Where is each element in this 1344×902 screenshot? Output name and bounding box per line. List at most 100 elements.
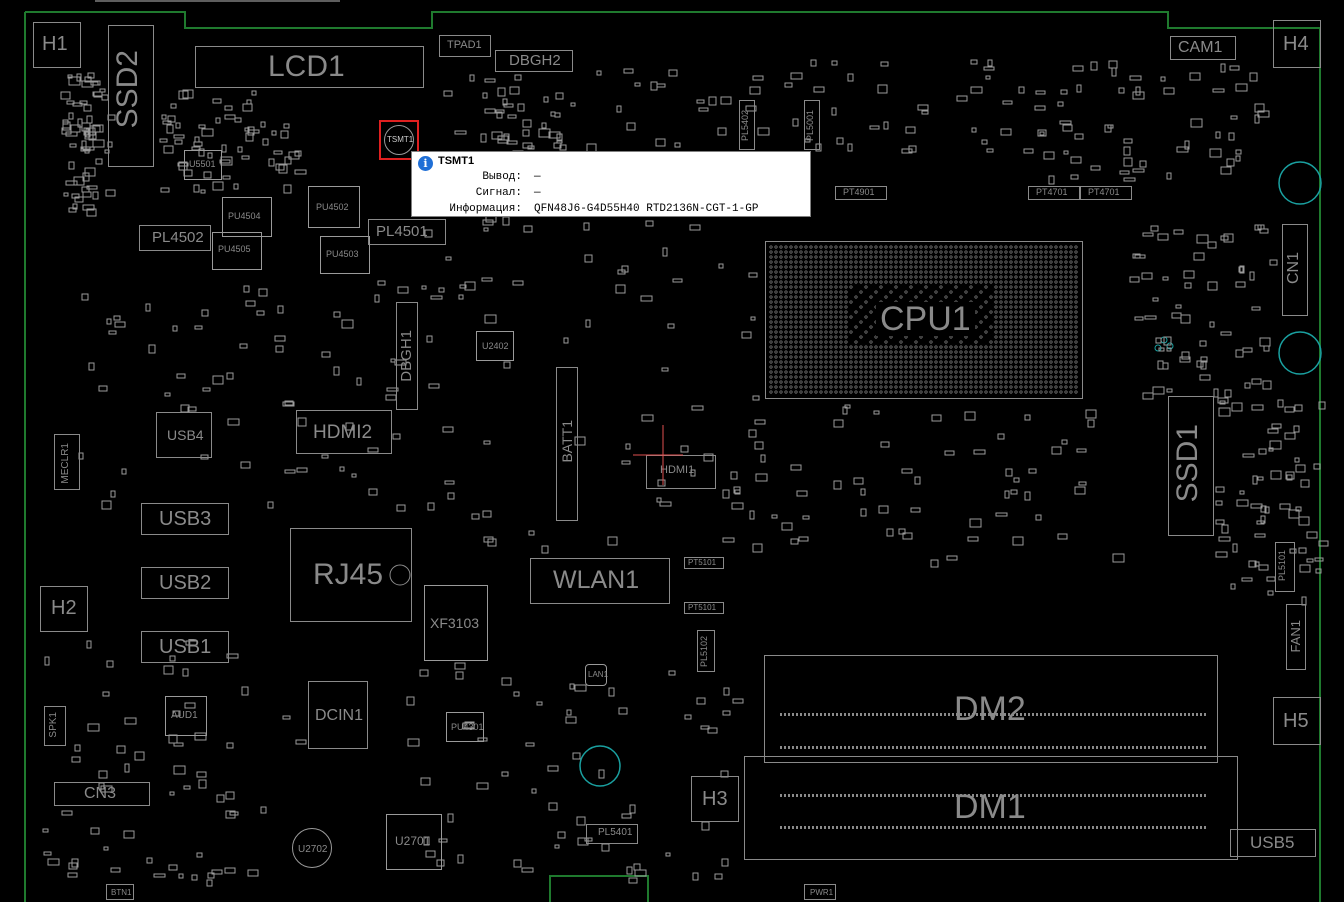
component-pu4504[interactable] [222, 197, 272, 237]
component-tpad1[interactable] [439, 35, 491, 57]
component-pu4503[interactable] [320, 236, 370, 274]
component-pt4702[interactable] [1080, 186, 1132, 200]
label-pl4502: PL4502 [152, 229, 204, 246]
component-cpu1[interactable] [765, 241, 1083, 399]
label-h4: H4 [1283, 33, 1309, 55]
component-usb4[interactable] [156, 412, 212, 458]
label-dcin1: DCIN1 [315, 707, 364, 724]
label-dm2: DM2 [954, 690, 1026, 728]
component-pt4901[interactable] [835, 186, 887, 200]
label-hdmi2: HDMI2 [313, 422, 373, 443]
label-meclr1: MECLR1 [60, 443, 71, 484]
label-u2701: U2701 [395, 834, 431, 848]
label-xf3103: XF3103 [430, 615, 480, 631]
component-tsmt1-body [384, 125, 414, 155]
component-pu4301[interactable] [446, 712, 484, 742]
label-spk1: SPK1 [48, 712, 59, 738]
selected-component-tsmt1[interactable] [379, 120, 419, 160]
label-batt1: BATT1 [559, 420, 575, 463]
component-pl5401[interactable] [586, 824, 638, 844]
component-wlan1[interactable] [530, 558, 670, 604]
component-xf3103[interactable] [424, 585, 488, 661]
component-usb5[interactable] [1230, 829, 1316, 857]
component-pu4505[interactable] [212, 232, 262, 270]
component-usb3[interactable] [141, 503, 229, 535]
component-pl5001[interactable] [804, 100, 820, 150]
info-icon: i [418, 156, 433, 171]
component-pt4701[interactable] [1028, 186, 1080, 200]
tooltip-value: — [534, 187, 541, 199]
label-fan1: FAN1 [1288, 620, 1303, 653]
label-dbgh1: DBGH1 [398, 330, 415, 382]
component-cn3[interactable] [54, 782, 150, 806]
component-dbgh1[interactable] [396, 302, 418, 410]
label-lcd1: LCD1 [268, 50, 345, 83]
label-usb4: USB4 [167, 427, 204, 443]
label-wlan1: WLAN1 [553, 566, 640, 594]
tooltip-title: TSMT1 [438, 155, 475, 167]
component-pl4502[interactable] [139, 225, 211, 251]
label-rj45: RJ45 [313, 558, 384, 591]
component-h5[interactable] [1273, 697, 1321, 745]
component-usb2[interactable] [141, 567, 229, 599]
label-u2702: U2702 [298, 844, 328, 855]
label-ssd2: SSD2 [111, 50, 144, 129]
component-pt5103[interactable] [684, 602, 724, 614]
component-usb1[interactable] [141, 631, 229, 663]
label-h3: H3 [702, 788, 728, 810]
component-ssd1[interactable] [1168, 396, 1214, 536]
component-pl5101[interactable] [1275, 542, 1295, 592]
label-pl5402: PL5402 [740, 110, 750, 142]
label-pl5001: PL5001 [805, 110, 815, 142]
component-cam1[interactable] [1170, 36, 1236, 60]
component-pl4501[interactable] [368, 219, 446, 245]
label-pu4503: PU4503 [326, 249, 359, 259]
label-hdmi1: HDMI1 [660, 464, 695, 476]
component-h4[interactable] [1273, 20, 1321, 68]
tooltip-key: Сигнал: [475, 187, 522, 199]
cursor-crosshair [633, 425, 683, 485]
component-u2402[interactable] [476, 331, 514, 361]
component-h3[interactable] [691, 776, 739, 822]
component-dm2[interactable] [764, 655, 1218, 763]
component-dm1[interactable] [744, 756, 1238, 860]
component-u5501[interactable] [184, 150, 222, 180]
component-u2702[interactable] [292, 828, 332, 868]
component-h1[interactable] [33, 22, 81, 68]
component-rj45[interactable] [290, 528, 412, 622]
label-pt4701: PT4701 [1036, 187, 1068, 197]
component-btn1[interactable] [106, 884, 134, 900]
component-pt5101[interactable] [684, 557, 724, 569]
label-btn1: BTN1 [111, 888, 132, 897]
tooltip-key: Информация: [449, 203, 522, 215]
component-lcd1[interactable] [195, 46, 424, 88]
label-h5: H5 [1283, 710, 1309, 732]
component-hdmi2[interactable] [296, 410, 392, 454]
component-aud1[interactable] [165, 696, 207, 736]
component-cn1[interactable] [1282, 224, 1308, 316]
component-batt1[interactable] [556, 367, 578, 521]
label-aud1: AUD1 [171, 710, 198, 721]
component-u2701[interactable] [386, 814, 442, 870]
component-dcin1[interactable] [308, 681, 368, 749]
component-h2[interactable] [40, 586, 88, 632]
label-ssd1: SSD1 [1171, 424, 1204, 503]
component-pl5102[interactable] [697, 630, 715, 672]
component-meclr1[interactable] [54, 434, 80, 490]
component-ssd2[interactable] [108, 25, 154, 167]
label-cam1: CAM1 [1178, 39, 1223, 56]
component-pwr1[interactable] [804, 884, 836, 900]
label-pt4702: PT4701 [1088, 187, 1120, 197]
component-fan1[interactable] [1286, 604, 1306, 670]
component-dbgh2[interactable] [495, 50, 573, 72]
component-pl5402[interactable] [739, 100, 755, 150]
label-h1: H1 [42, 33, 68, 55]
label-dm1: DM1 [954, 788, 1026, 826]
tooltip-value: QFN48J6-G4D55H40 RTD2136N-CGT-1-GP [534, 203, 759, 215]
label-pt5101: PT5101 [688, 558, 717, 567]
component-lan1[interactable] [585, 664, 607, 686]
label-pu4301: PU4301 [451, 722, 484, 732]
component-pu4502[interactable] [308, 186, 360, 228]
component-spk1[interactable] [44, 706, 66, 746]
